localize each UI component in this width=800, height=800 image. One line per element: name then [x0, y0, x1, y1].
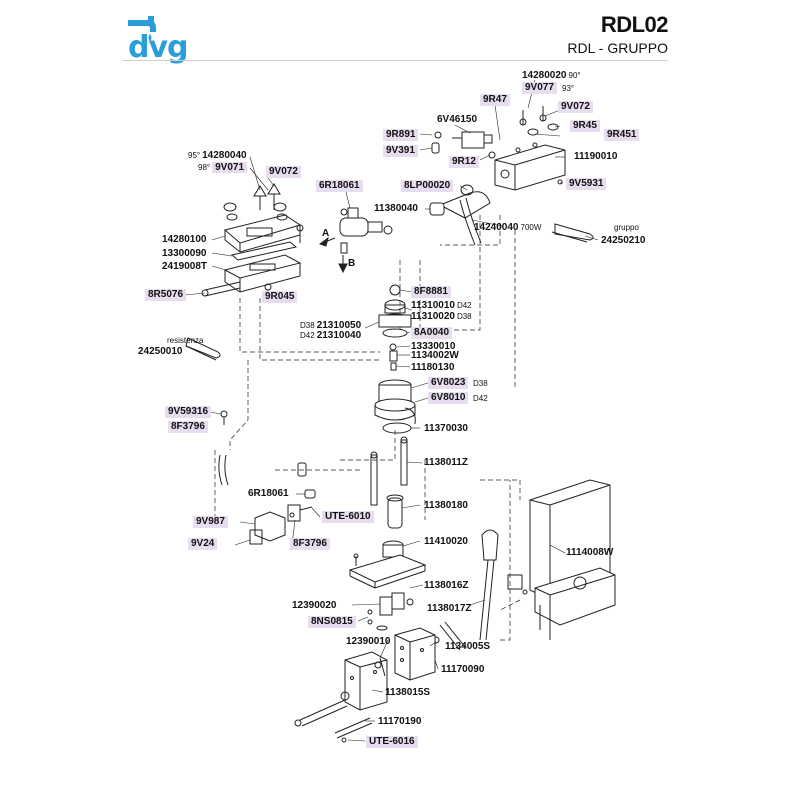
label-8R5076: 8R5076 [145, 289, 187, 301]
label-8F8881: 8F8881 [411, 286, 451, 298]
header-divider [122, 60, 668, 61]
label-1138016Z: 1138016Z [424, 580, 469, 591]
label-1138015S: 1138015S [385, 687, 431, 698]
label-1114008W: 1114008W [566, 547, 614, 558]
label-9R47: 9R47 [480, 94, 510, 106]
label-9R12: 9R12 [449, 156, 479, 168]
label-11370030: 11370030 [424, 423, 468, 434]
label-9V072-top: 9V072 [558, 101, 593, 113]
label-8LP00020: 8LP00020 [401, 180, 454, 192]
label-1134005S: 1134005S [445, 641, 491, 652]
label-UTE-6010: UTE-6010 [322, 511, 374, 523]
label-14280040: 95°14280040 [188, 150, 247, 161]
label-12390010: 12390010 [346, 636, 391, 647]
label-13300090: 13300090 [162, 248, 207, 259]
label-11190010: 11190010 [574, 151, 618, 162]
brand-wordmark: dvg [128, 30, 189, 65]
label-12390020: 12390020 [292, 600, 337, 611]
label-11410020: 11410020 [424, 536, 468, 547]
label-8F3796-top: 8F3796 [168, 421, 208, 433]
label-9R891: 9R891 [383, 129, 419, 141]
dvg-logo-icon [128, 16, 156, 41]
label-9V391: 9V391 [383, 145, 418, 157]
label-1138017Z: 1138017Z [427, 603, 472, 614]
label-6R18061-top: 6R18061 [316, 180, 363, 192]
label-6V8023: 6V8023 [428, 377, 469, 389]
label-9V077: 9V077 [522, 82, 557, 94]
label-9V5931: 9V5931 [566, 178, 607, 190]
note-D38-c: D38 [473, 379, 488, 388]
label-8F3796-bottom: 8F3796 [290, 538, 330, 550]
label-9V072-left: 9V072 [266, 166, 301, 178]
note-93: 93° [562, 84, 575, 93]
label-11380180: 11380180 [424, 500, 468, 511]
label-9V987: 9V987 [193, 516, 228, 528]
label-6R18061-bottom: 6R18061 [248, 488, 289, 499]
label-6V46150: 6V46150 [437, 114, 478, 125]
note-gruppo: gruppo [614, 223, 639, 232]
label-2419008T: 2419008T [162, 261, 208, 272]
label-11170090: 11170090 [441, 664, 485, 675]
arrow-label-A: A [322, 228, 330, 239]
note-resistenza: resistenza [167, 336, 204, 345]
label-UTE-6016: UTE-6016 [366, 736, 418, 748]
label-24250210: 24250210 [601, 235, 646, 246]
label-9V59316: 9V59316 [165, 406, 212, 418]
block-11190010 [494, 142, 566, 191]
note-D42-c: D42 [473, 394, 488, 403]
label-9R451: 9R451 [604, 129, 640, 141]
label-24250010: 24250010 [138, 346, 183, 357]
label-9R45: 9R45 [570, 120, 600, 132]
label-8NS0815: 8NS0815 [308, 616, 356, 628]
page-code: RDL02 [600, 12, 669, 37]
label-8A0040: 8A0040 [411, 327, 453, 339]
arrow-label-B: B [348, 258, 356, 269]
label-1138011Z: 1138011Z [424, 457, 468, 468]
label-9R045: 9R045 [262, 291, 298, 303]
label-9V071: 98°9V071 [198, 162, 248, 174]
label-13330010: 13330010 [411, 341, 456, 352]
label-6V8010: 6V8010 [428, 392, 469, 404]
label-1134002W: 1134002W [411, 350, 459, 361]
label-11380040: 11380040 [374, 203, 418, 214]
label-9V24: 9V24 [188, 538, 218, 550]
label-11170190: 11170190 [378, 716, 422, 727]
page-subtitle: RDL - GRUPPO [567, 40, 668, 56]
label-14280100: 14280100 [162, 234, 207, 245]
label-11180130: 11180130 [411, 362, 455, 373]
